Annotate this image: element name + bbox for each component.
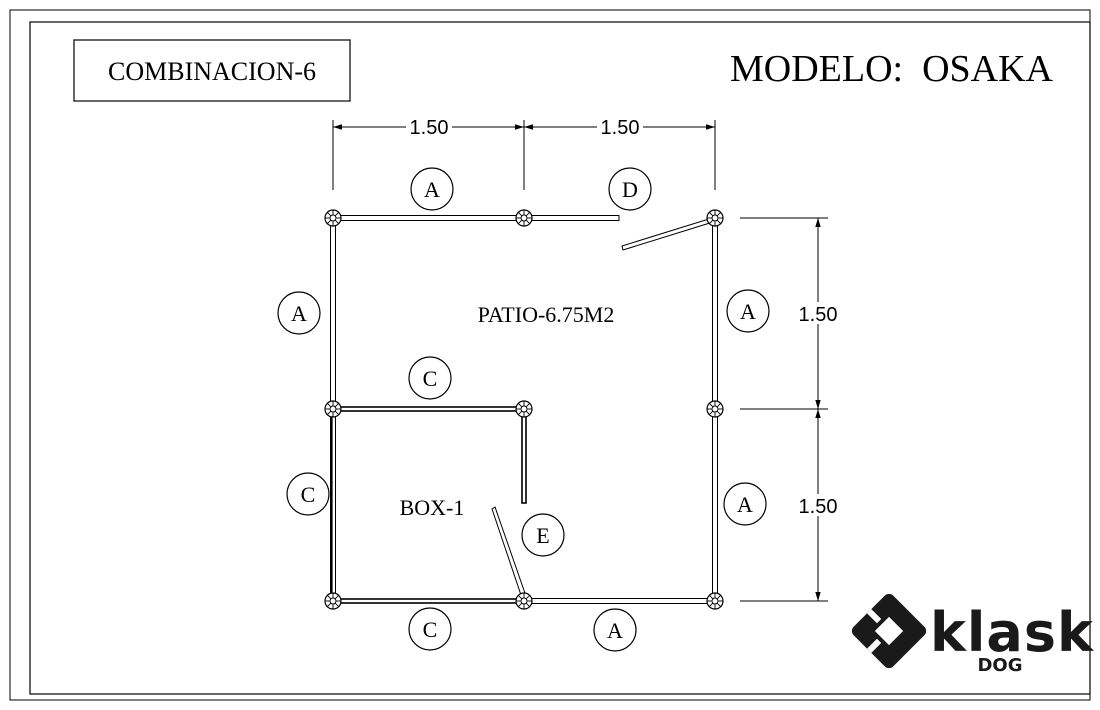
tag-bottom-left-bubble xyxy=(408,607,452,651)
tag-bottom-right: A xyxy=(607,618,623,643)
area-label-patio: PATIO-6.75M2 xyxy=(478,302,615,327)
tag-left-upper-bubble xyxy=(277,291,321,335)
outer-frame xyxy=(9,9,1091,701)
logo-subtext: DOG xyxy=(977,655,1022,676)
dimension-top-right-label: 1.50 xyxy=(601,117,640,139)
tag-top-left-bubble xyxy=(410,167,454,211)
tag-right-lower-bubble xyxy=(723,482,767,526)
title-box xyxy=(73,39,351,102)
posts xyxy=(324,209,724,610)
tag-interior-top-bubble xyxy=(408,356,452,400)
logo-diamond-icon xyxy=(851,593,927,669)
tag-left-lower-bubble xyxy=(286,472,330,516)
tag-left-upper: A xyxy=(291,301,307,326)
tag-box-door-bubble xyxy=(521,513,565,557)
dimension-top-left-label: 1.50 xyxy=(410,117,449,139)
patio-door xyxy=(621,217,714,251)
area-label-box: BOX-1 xyxy=(400,495,465,520)
tag-top-right: D xyxy=(622,177,638,202)
dimension-right-upper-label: 1.50 xyxy=(799,304,838,326)
tag-right-upper-bubble xyxy=(726,289,770,333)
dimension-right-lower-label: 1.50 xyxy=(799,496,838,518)
logo-wordmark: klask xyxy=(930,601,1094,664)
klask-dog-logo: klask DOG xyxy=(851,593,1094,676)
model-title: MODELO: OSAKA xyxy=(730,48,1054,90)
tag-right-upper: A xyxy=(740,299,756,324)
title-box-label: COMBINACION-6 xyxy=(108,57,316,86)
tag-top-left: A xyxy=(424,177,440,202)
dimension-right xyxy=(740,217,828,602)
box-door xyxy=(491,506,528,602)
tag-left-lower: C xyxy=(301,482,316,507)
tag-right-lower: A xyxy=(737,492,753,517)
dimension-top xyxy=(332,120,716,190)
tag-box-door: E xyxy=(536,523,549,548)
tag-bottom-right-bubble xyxy=(593,608,637,652)
tag-interior-top: C xyxy=(423,366,438,391)
tag-bottom-left: C xyxy=(423,617,438,642)
tag-top-right-bubble xyxy=(608,167,652,211)
inner-frame xyxy=(29,21,1091,695)
